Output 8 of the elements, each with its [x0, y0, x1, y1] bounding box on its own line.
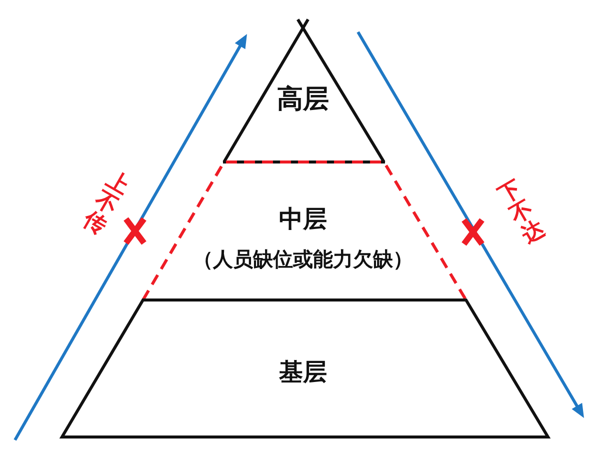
pyramid-base-band: [60, 298, 550, 439]
layer-title: 基层: [279, 358, 327, 386]
pyramid-top-triangle: [222, 16, 386, 164]
side-label: 上不传: [79, 168, 133, 239]
layer-title: 中层: [279, 206, 327, 232]
layer-title: 高层: [277, 86, 329, 114]
side-label: 下不达: [495, 176, 549, 248]
layer-note: （人员缺位或能力欠缺）: [193, 248, 413, 270]
